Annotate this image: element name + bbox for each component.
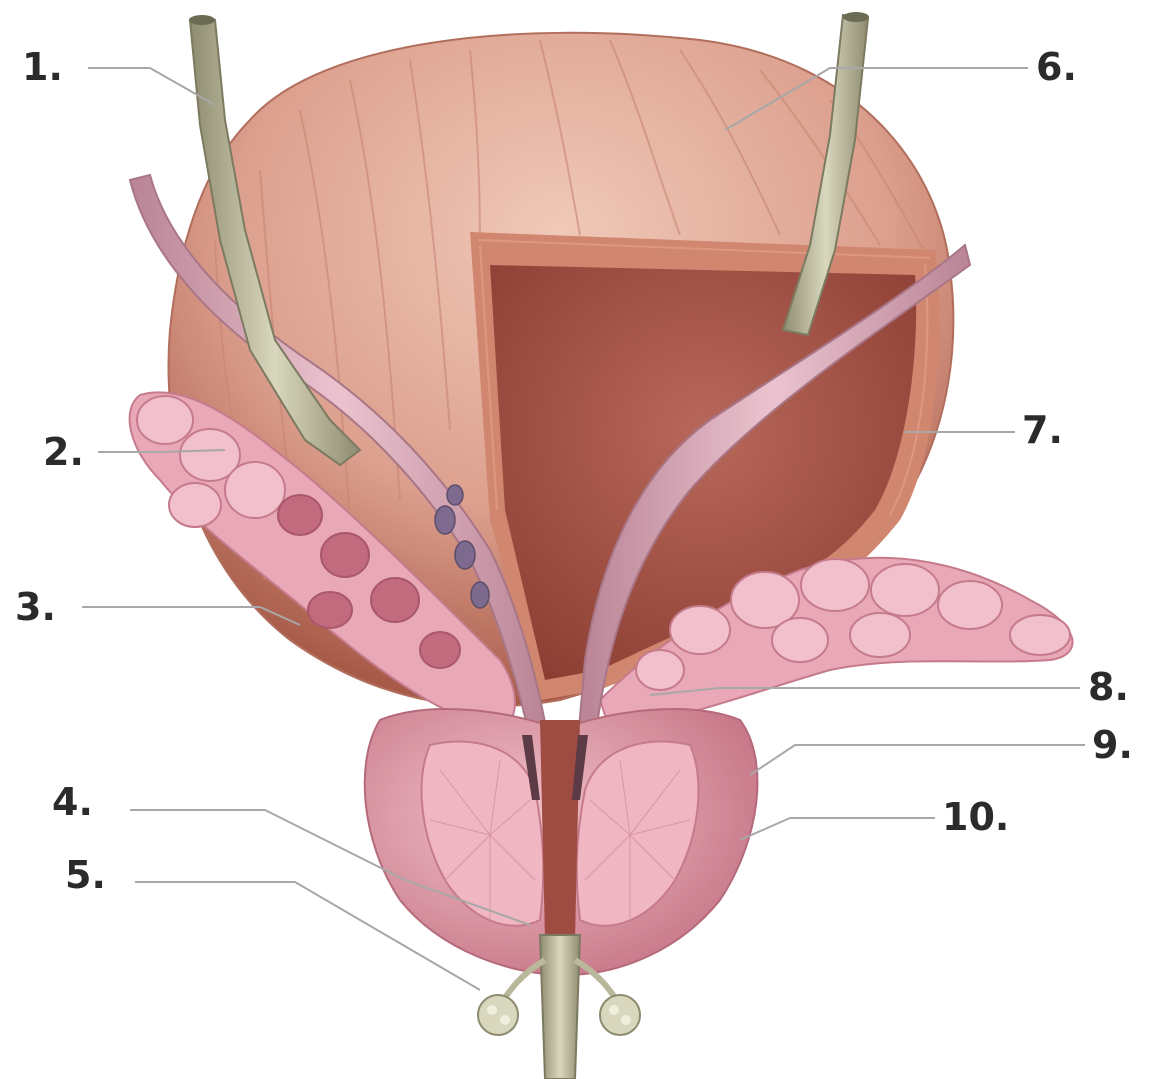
label-7: 7.: [1022, 408, 1063, 452]
label-1: 1.: [22, 45, 63, 89]
urethra-membranous: [540, 935, 580, 1079]
label-9: 9.: [1092, 723, 1133, 767]
label-10: 10.: [942, 795, 1009, 839]
label-6: 6.: [1036, 45, 1077, 89]
label-2: 2.: [43, 430, 84, 474]
label-5: 5.: [65, 853, 106, 897]
label-3: 3.: [15, 585, 56, 629]
label-8: 8.: [1088, 665, 1129, 709]
leader-9: [750, 745, 1085, 775]
leader-10: [740, 818, 935, 840]
label-4: 4.: [52, 780, 93, 824]
